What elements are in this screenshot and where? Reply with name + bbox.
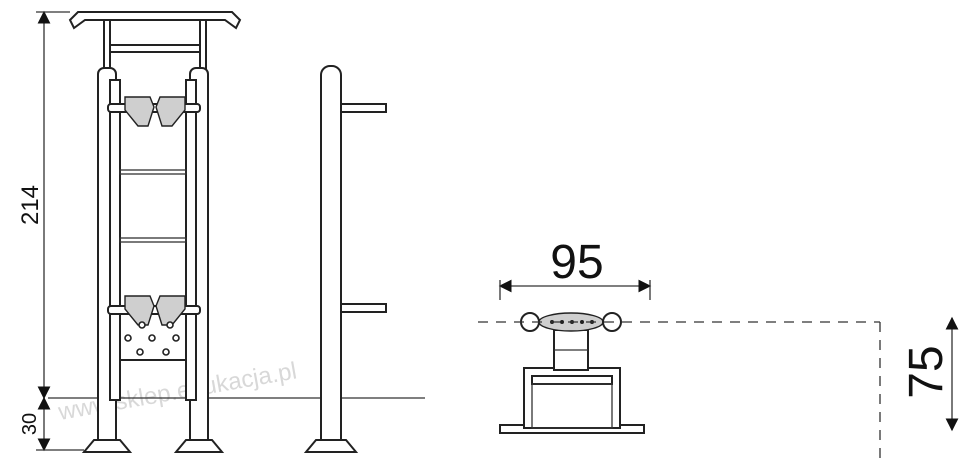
- side-arm-bottom: [340, 303, 387, 313]
- top-view-frame-body: [531, 383, 613, 429]
- handle-plate-bottom-left: [124, 295, 155, 326]
- panel-divider-2: [119, 237, 187, 243]
- foot-right: [173, 439, 225, 453]
- side-handle-inner: [387, 15, 455, 333]
- dimension-height-base: 30: [19, 396, 84, 452]
- handle-plate-top-right: [155, 96, 186, 127]
- top-crossbar: [109, 44, 201, 53]
- side-handle: [389, 17, 453, 331]
- climbing-panel: [119, 109, 187, 361]
- dimension-depth-top: 75: [478, 316, 959, 462]
- dimension-label-30: 30: [19, 413, 41, 435]
- top-view-frame-inner: [531, 375, 613, 385]
- hole-pattern: [124, 321, 180, 356]
- top-view: [499, 312, 645, 434]
- watermark: www.sklep.edukacja.pl: [55, 357, 298, 426]
- dimension-height-total: 214: [17, 10, 70, 400]
- dimension-label-214: 214: [17, 185, 44, 225]
- dimension-width-top: 95: [498, 236, 652, 300]
- rail-left: [109, 79, 121, 401]
- front-view: [68, 11, 242, 453]
- rail-right: [185, 79, 197, 401]
- foot-left: [81, 439, 133, 453]
- top-view-holes: [550, 320, 594, 324]
- panel-divider-1: [119, 169, 187, 175]
- side-view: [303, 15, 455, 453]
- handle-plate-top-left: [124, 96, 155, 127]
- side-arm-top: [340, 103, 387, 113]
- top-bar: [68, 11, 242, 30]
- watermark-text: www.sklep.edukacja.pl: [55, 357, 298, 426]
- side-post: [320, 65, 342, 449]
- side-foot: [303, 439, 359, 453]
- dimension-label-95: 95: [550, 236, 603, 289]
- dimension-label-75: 75: [900, 345, 953, 398]
